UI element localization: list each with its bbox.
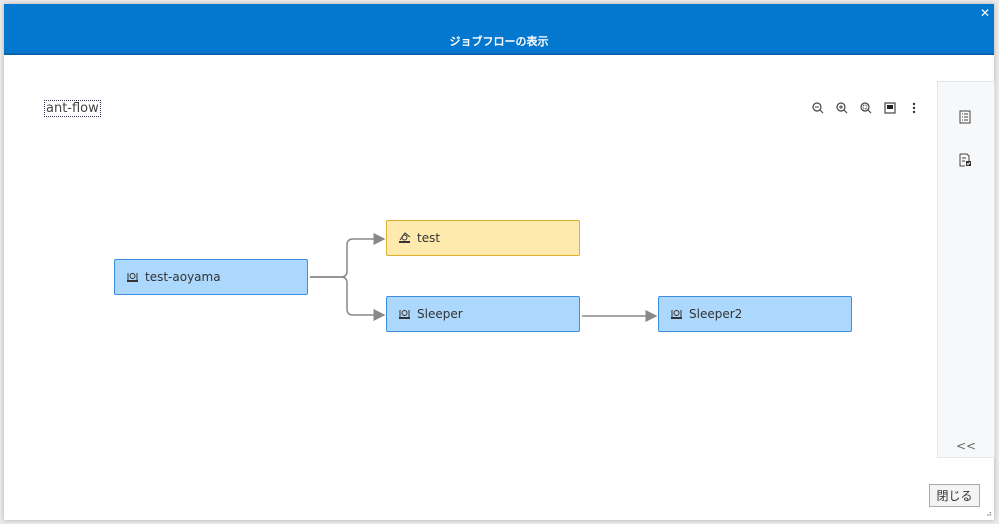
flow-name: ant-flow <box>44 100 101 117</box>
zoom-fit-icon[interactable] <box>858 100 873 115</box>
fullscreen-icon[interactable] <box>882 100 897 115</box>
job-flow-dialog: ジョブフローの表示 ✕ ant-flow << test-aoyama test… <box>4 4 995 520</box>
close-button[interactable]: 閉じる <box>929 484 980 507</box>
collapse-panel-button[interactable]: << <box>955 439 977 453</box>
flow-edges <box>310 233 658 322</box>
node-label: test-aoyama <box>145 270 221 284</box>
job-icon <box>127 273 138 282</box>
node-label: Sleeper <box>417 307 463 321</box>
zoom-out-icon[interactable] <box>810 100 825 115</box>
canvas-toolbar <box>810 100 921 115</box>
node-label: Sleeper2 <box>689 307 743 321</box>
dialog-header: ジョブフローの表示 ✕ <box>4 4 994 55</box>
edge-test-aoyama-sleeper <box>310 276 386 321</box>
edge-test-aoyama-test <box>310 233 386 278</box>
job-icon <box>399 310 410 319</box>
node-label: test <box>417 231 441 245</box>
node-sleeper[interactable]: Sleeper <box>386 296 580 332</box>
dialog-title: ジョブフローの表示 <box>449 35 549 48</box>
node-test-aoyama[interactable]: test-aoyama <box>114 259 308 295</box>
node-sleeper2[interactable]: Sleeper2 <box>658 296 852 332</box>
side-panel: << <box>937 81 995 458</box>
job-icon <box>671 310 682 319</box>
resize-grip-icon[interactable]: ⠴ <box>986 509 992 518</box>
close-icon[interactable]: ✕ <box>979 6 990 20</box>
job-check-icon[interactable] <box>958 152 974 168</box>
node-test[interactable]: test <box>386 220 580 256</box>
job-icon <box>399 232 411 243</box>
job-list-icon[interactable] <box>958 109 974 125</box>
zoom-in-icon[interactable] <box>834 100 849 115</box>
more-vert-icon[interactable] <box>906 100 921 115</box>
